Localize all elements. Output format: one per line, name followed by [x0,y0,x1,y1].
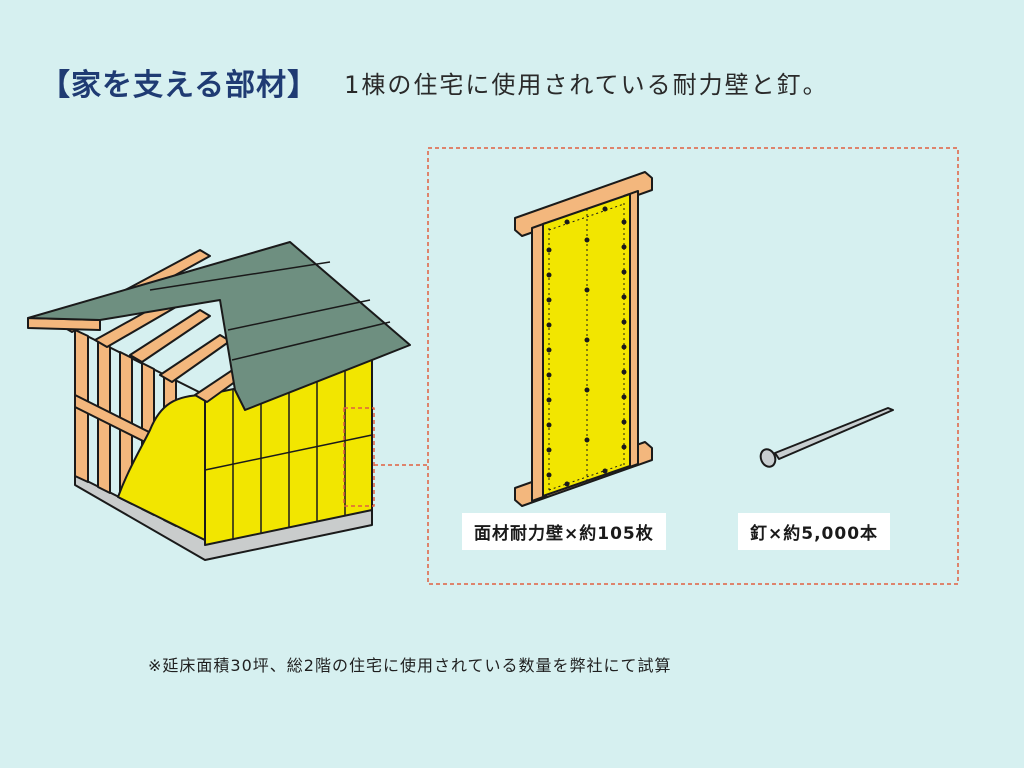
roof-panel-lines [149,261,391,361]
footnote: ※延床面積30坪、総2階の住宅に使用されている数量を弊社にて試算 [148,656,672,675]
wall-panel-count-label: 面材耐力壁×約105枚 [462,513,666,550]
left-wall-panel [117,394,206,541]
panel-nail-dots [546,206,627,487]
front-wall-panel-lines [204,366,373,539]
house-illustration [27,241,411,561]
house-roof [27,241,411,411]
wall-panel-illustration [514,171,653,507]
nail-icon [759,407,894,468]
header: 【家を支える部材】 1棟の住宅に使用されている耐力壁と釘。 [40,60,829,104]
panel-top-beam [514,171,653,237]
page-title: 【家を支える部材】 [40,68,319,103]
house-highlight-box [343,407,375,507]
nail-count-label: 釘×約5,000本 [738,513,891,550]
page-subtitle: 1棟の住宅に使用されている耐力壁と釘。 [344,70,829,99]
